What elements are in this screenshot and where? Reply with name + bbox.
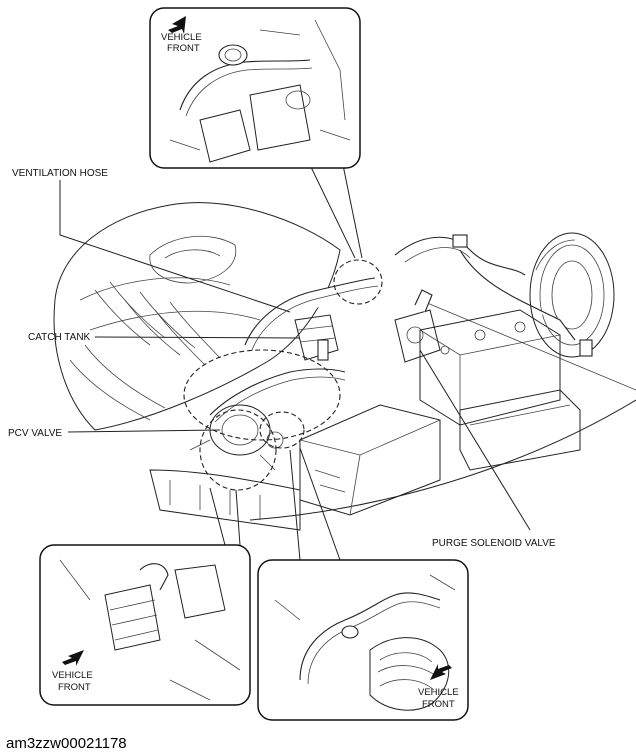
label-pcv-valve: PCV VALVE (8, 428, 62, 439)
brake-booster (529, 232, 615, 358)
purge-solenoid-valve (394, 289, 441, 363)
inset-bl-front: FRONT (58, 682, 91, 693)
highlight-circle-ventilation (333, 259, 383, 305)
inset-bottom-left: VEHICLE FRONT (39, 544, 251, 706)
battery (419, 309, 561, 426)
highlight-circle-pcv-left (199, 409, 277, 491)
figure-code: am3zzw00021178 (6, 735, 127, 752)
inset-top-vehicle: VEHICLE (161, 32, 202, 43)
inset-br-front: FRONT (422, 699, 455, 710)
intake-runners (69, 281, 221, 421)
inset-br-vehicle: VEHICLE (418, 687, 459, 698)
leader-lines (59, 164, 531, 561)
air-cleaner (299, 404, 441, 516)
inset-bottom-right: VEHICLE FRONT (257, 559, 469, 721)
vehicle-front-arrow-icon (430, 664, 452, 680)
catch-tank (294, 314, 339, 361)
engine-illustration (53, 202, 636, 531)
vehicle-front-arrow-icon (168, 16, 186, 34)
label-purge-solenoid-valve: PURGE SOLENOID VALVE (432, 538, 556, 549)
highlight-circle-pcv-right (259, 411, 305, 449)
highlight-circle-catch-tank (183, 349, 341, 441)
pcv-valve (189, 404, 284, 471)
inset-bl-vehicle: VEHICLE (52, 670, 93, 681)
inset-top: VEHICLE FRONT (149, 7, 361, 169)
label-ventilation-hose: VENTILATION HOSE (12, 168, 108, 179)
label-catch-tank: CATCH TANK (28, 332, 91, 343)
vehicle-front-arrow-icon (62, 650, 84, 666)
inset-top-front: FRONT (167, 43, 200, 54)
ventilation-hose-main (244, 277, 379, 351)
